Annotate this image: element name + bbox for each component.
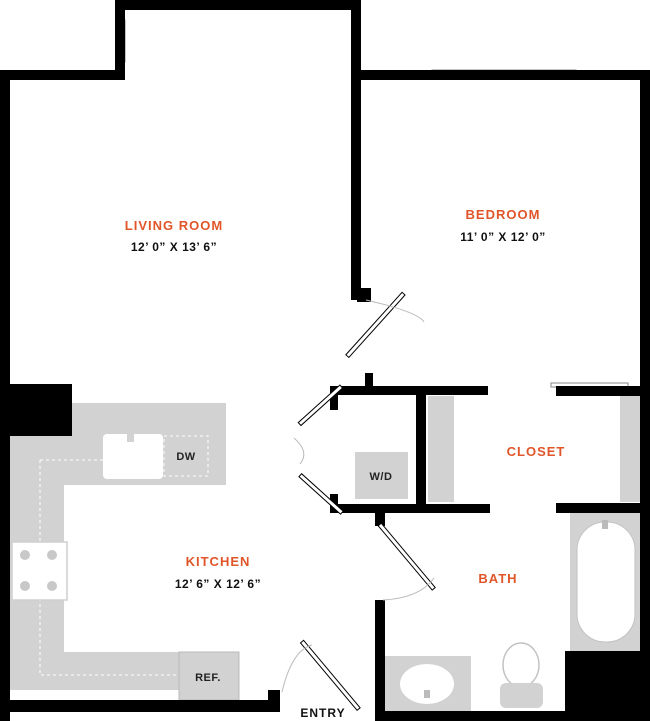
tub-faucet — [602, 520, 608, 529]
structural-column — [565, 651, 650, 721]
kitchen-sink — [103, 434, 163, 479]
burner — [47, 581, 57, 591]
doors — [281, 291, 436, 712]
living-room-dimensions: 12’ 0” X 13’ 6” — [131, 240, 217, 254]
burner — [20, 581, 30, 591]
kitchen-counter — [10, 403, 226, 690]
burner — [47, 550, 57, 560]
vanity-faucet — [424, 690, 430, 698]
closet-shelf-right — [620, 396, 641, 502]
living-room-label: LIVING ROOM — [125, 218, 223, 233]
door-laundry-top — [297, 384, 344, 427]
door-bedroom — [345, 291, 406, 359]
kitchen-dimensions: 12’ 6” X 12’ 6” — [175, 577, 261, 591]
dishwasher-label: DW — [176, 451, 195, 463]
toilet-bowl — [502, 642, 540, 688]
faucet — [127, 432, 134, 442]
washer-dryer-label: W/D — [370, 471, 393, 483]
washer-dryer — [355, 452, 408, 499]
toilet-tank — [500, 683, 543, 708]
door-bath — [377, 522, 436, 591]
door-laundry-bottom — [298, 473, 344, 515]
tub-basin — [576, 521, 636, 643]
door-entry — [299, 639, 361, 712]
vanity-sink — [400, 664, 454, 704]
bedroom-dimensions: 11’ 0” X 12’ 0” — [460, 230, 546, 244]
closet-label: CLOSET — [507, 444, 566, 459]
kitchen-label: KITCHEN — [186, 554, 251, 569]
stove — [11, 541, 68, 601]
closet-shelf-left — [428, 396, 454, 502]
refrigerator — [178, 651, 240, 701]
bath-label: BATH — [478, 571, 517, 586]
fixtures — [10, 396, 643, 712]
refrigerator-label: REF. — [195, 672, 221, 684]
burner — [20, 550, 30, 560]
structural-column — [0, 384, 72, 436]
bedroom-label: BEDROOM — [466, 207, 541, 222]
entry-label: ENTRY — [300, 706, 345, 720]
